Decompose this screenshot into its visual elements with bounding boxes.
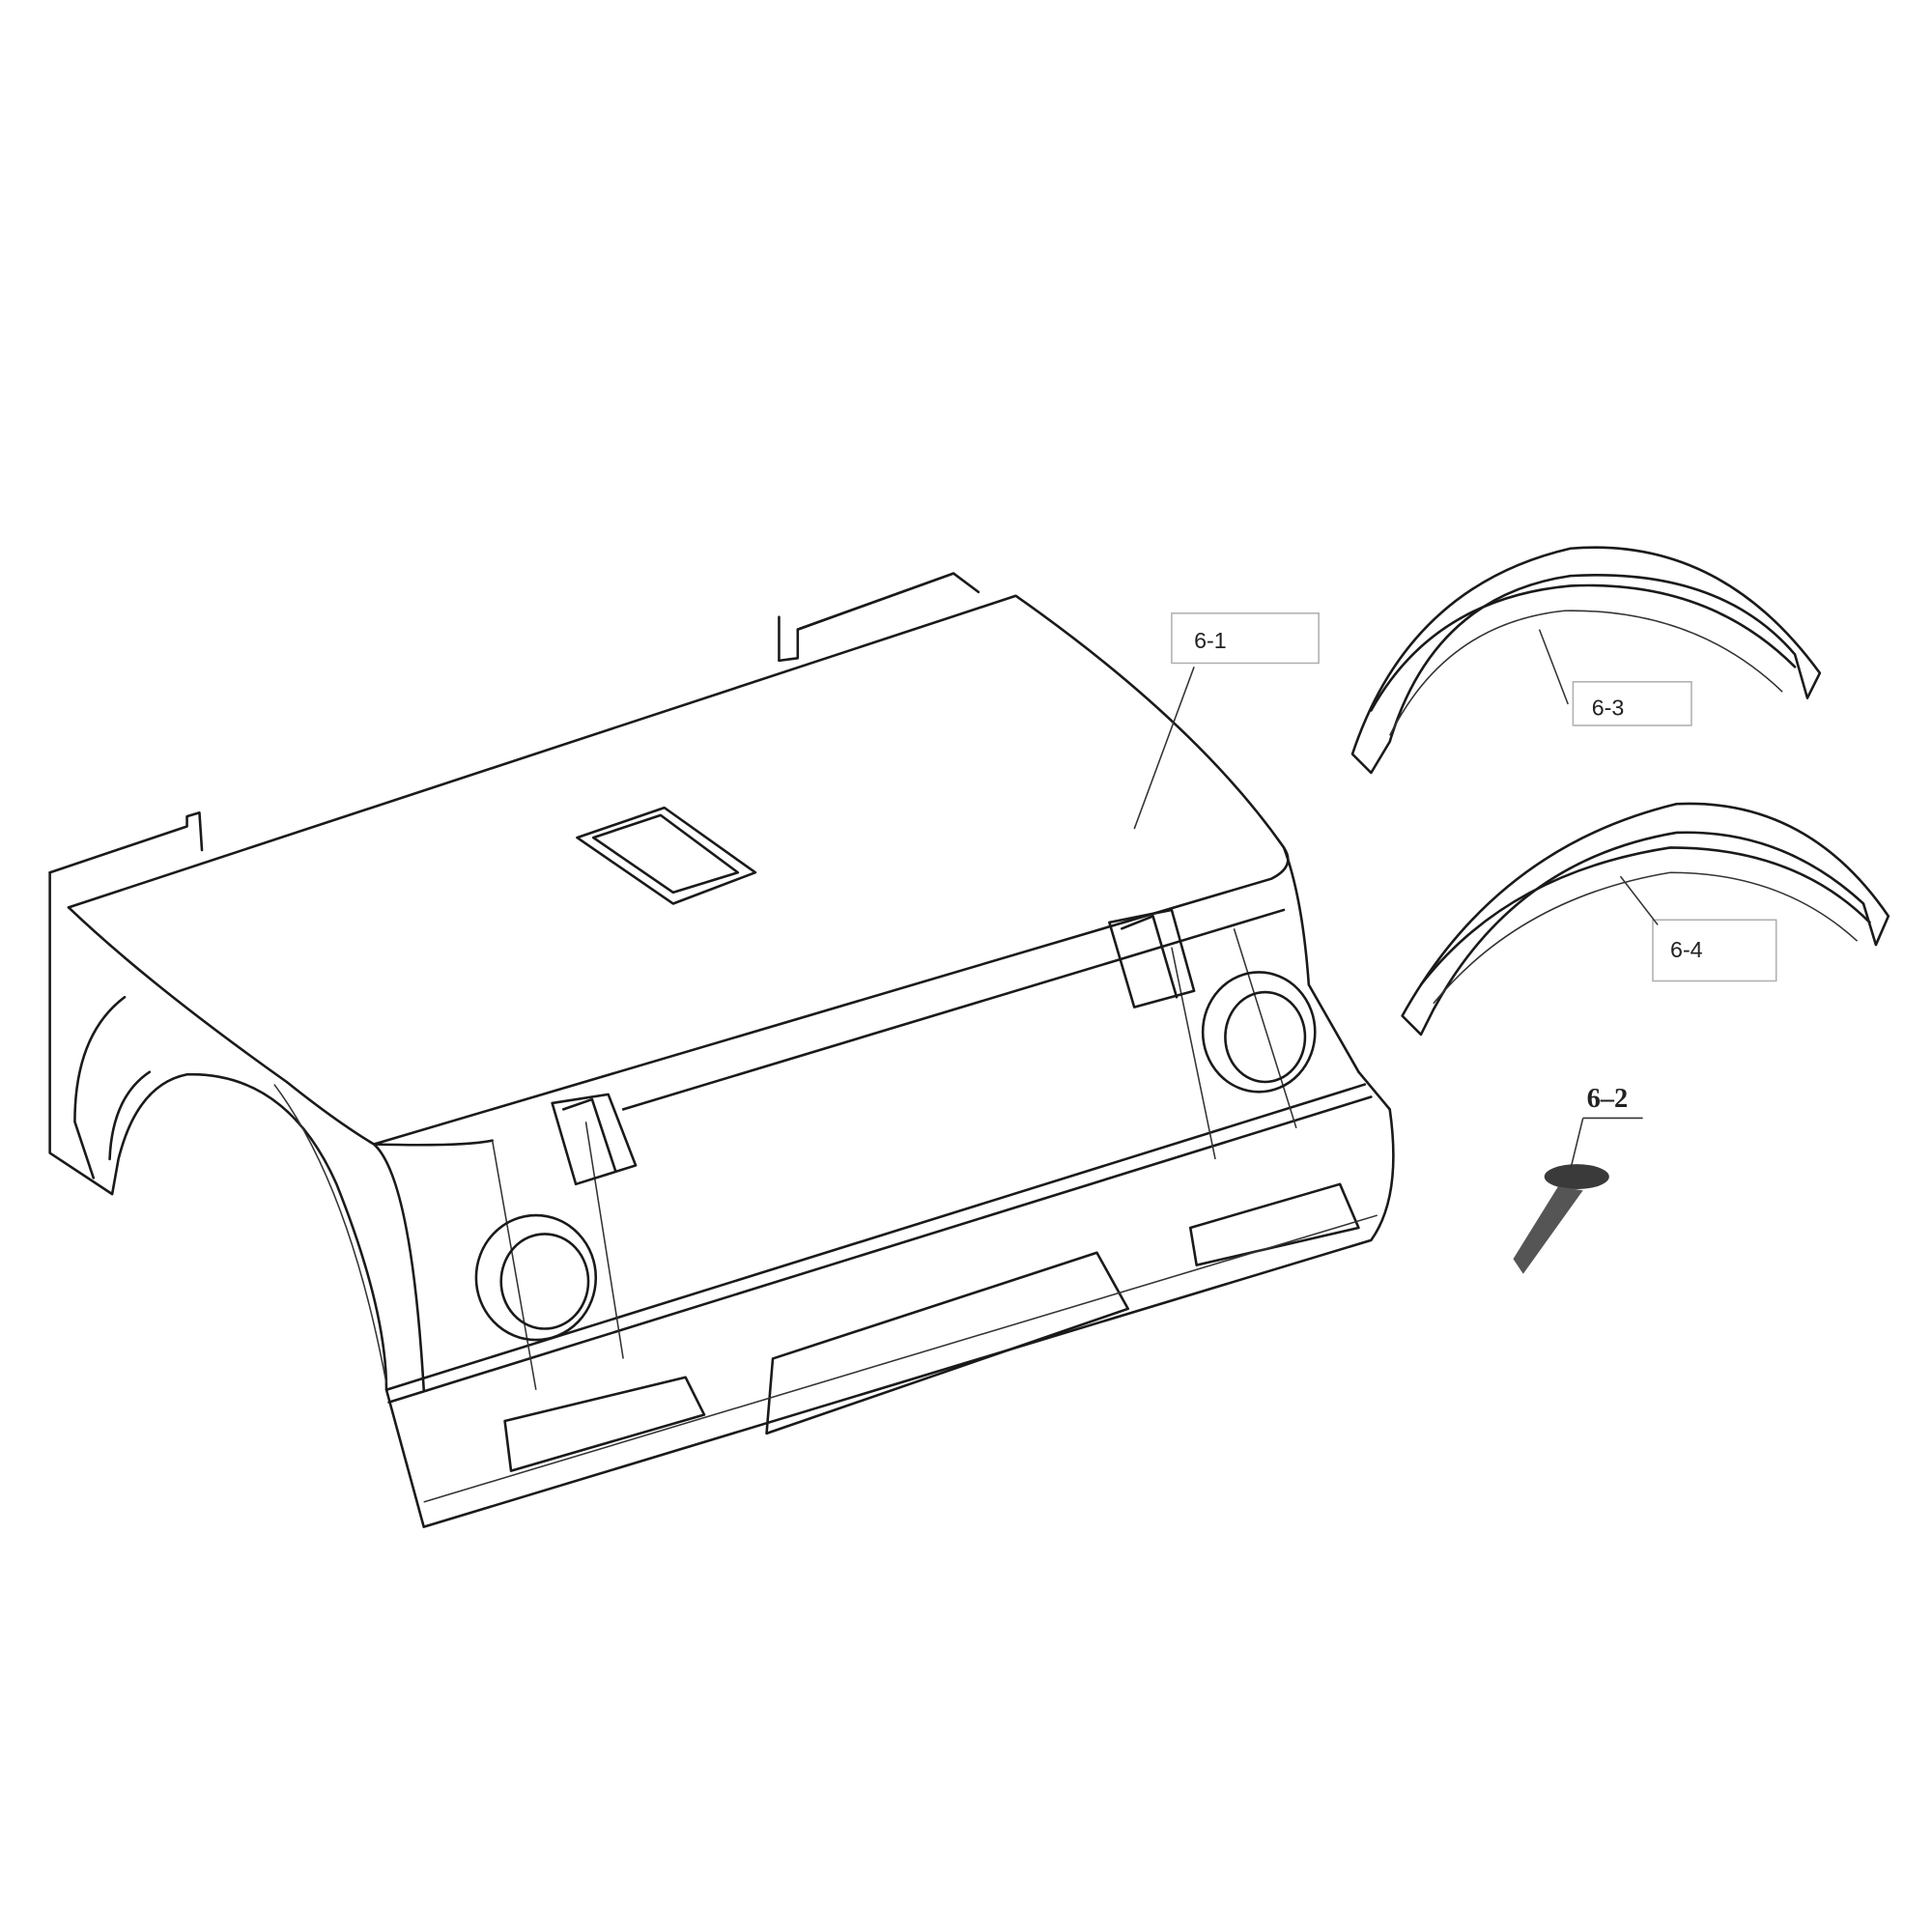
part-label: 6-3 [1592, 696, 1625, 721]
fog-lamp-left [503, 1376, 706, 1472]
headlight-left [474, 1213, 598, 1342]
hook-right [1108, 908, 1196, 1009]
part-label: 6-4 [1670, 937, 1703, 962]
callout-6-2: 6–2 [1570, 1084, 1643, 1170]
hook-left [551, 1093, 638, 1186]
part-label: 6-1 [1194, 628, 1227, 653]
front-body-shell [48, 572, 1395, 1528]
callout-6-1: 6-1 [1133, 612, 1320, 830]
fog-lamp-right [1188, 1182, 1360, 1266]
roof-hatch [576, 806, 757, 905]
screw-6-2 [1513, 1164, 1609, 1274]
callout-6-4: 6-4 [1619, 875, 1777, 982]
callout-6-3: 6-3 [1538, 629, 1692, 726]
headlight-right [1201, 971, 1317, 1094]
bumper-grille [765, 1251, 1130, 1435]
fender-flare-6-3 [1350, 546, 1822, 775]
fender-flare-6-4 [1401, 802, 1890, 1037]
part-label: 6–2 [1587, 1084, 1629, 1114]
